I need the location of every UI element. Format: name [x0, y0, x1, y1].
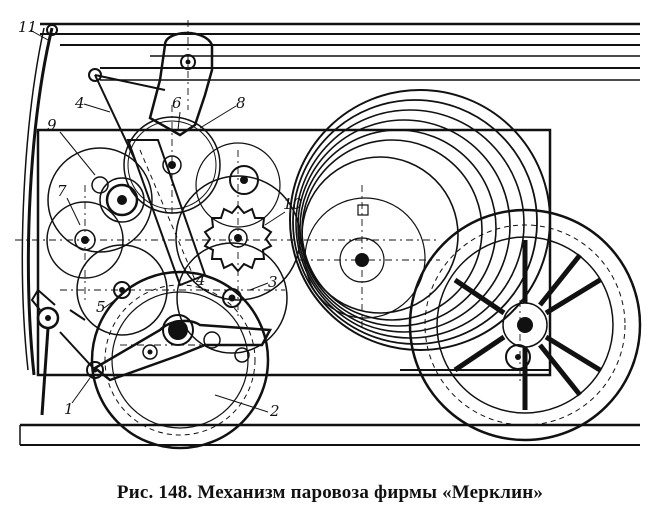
track-rail: [19, 423, 640, 446]
small-gear-upper: [195, 142, 281, 228]
bracket-6: [148, 31, 214, 137]
label-8: 8: [236, 94, 246, 112]
mechanism-diagram: 11 4 6 8 9 7 10 4 3 5 1 2: [15, 18, 642, 450]
label-11: 11: [18, 18, 37, 36]
label-1: 1: [64, 400, 74, 418]
brake-shoe: [126, 139, 207, 287]
figure-caption: Рис. 148. Механизм паровоза фирмы «Меркл…: [116, 482, 544, 503]
label-10: 10: [283, 195, 303, 213]
label-4-lower: 4: [195, 271, 206, 289]
label-4-upper: 4: [74, 94, 85, 112]
label-2: 2: [269, 402, 280, 420]
label-7: 7: [57, 182, 67, 200]
leader-lines: [29, 29, 286, 413]
drive-wheel-right: [408, 208, 642, 442]
drive-wheel-left: [90, 270, 270, 450]
frame-plate: [36, 128, 552, 377]
center-lines: [15, 20, 521, 385]
gear-3: [176, 242, 288, 354]
label-3: 3: [268, 273, 278, 291]
label-5: 5: [96, 298, 106, 316]
lever-1: [30, 288, 96, 416]
label-9: 9: [47, 116, 57, 134]
gear-9: [47, 147, 153, 253]
label-6: 6: [172, 94, 182, 112]
crank-assembly: [86, 314, 550, 382]
top-rods: [40, 22, 640, 81]
spring-drum: [289, 89, 551, 351]
lever-11: [26, 27, 54, 376]
